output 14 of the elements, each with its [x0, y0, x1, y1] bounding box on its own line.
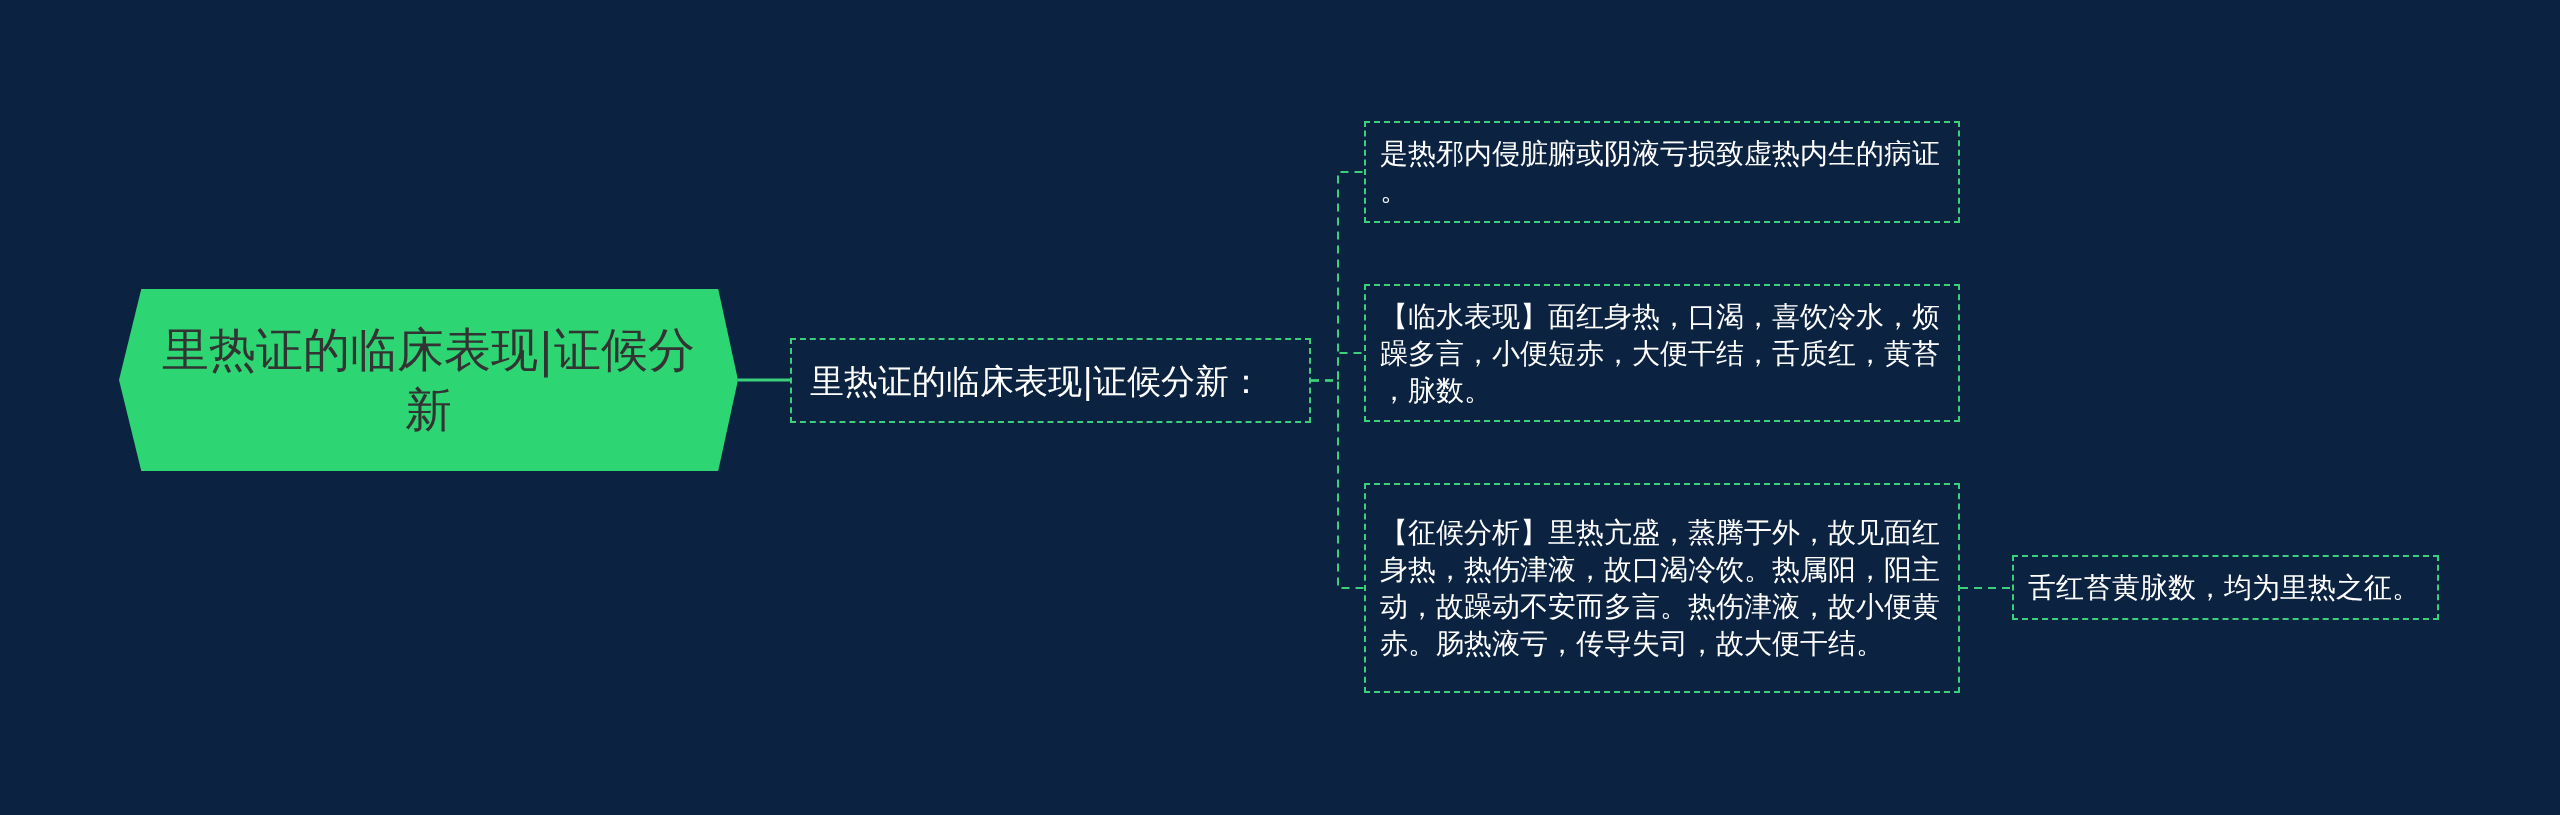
- topic-text: 【临水表现】面红身热，口渴，喜饮冷水，烦躁多言，小便短赤，大便干结，舌质红，黄苔，脉数。: [1380, 298, 1941, 409]
- topic-card: [1364, 284, 1960, 422]
- topic-text: 舌红苔黄脉数，均为里热之征。: [2028, 570, 2420, 606]
- subtopic-text: 里热证的临床表现|证候分新：: [810, 359, 1264, 403]
- topic-text: 【征候分析】里热亢盛，蒸腾于外，故见面红身热，热伤津液，故口渴冷饮。热属阳，阳主动，故躁动不安而多言。热伤津液，故小便黄赤。肠热液亏，传导失司，故大便干结。: [1380, 515, 1941, 662]
- connector-line: [1310, 379, 1365, 589]
- topic-card: [1364, 483, 1960, 693]
- topic-text: 是热邪内侵脏腑或阴液亏损致虚热内生的病证。: [1380, 136, 1941, 209]
- topic-card: [2012, 555, 2439, 620]
- topic-title: 里热证的临床表现|证候分新: [161, 321, 696, 439]
- connector-line: [738, 378, 790, 382]
- topic-card: [1364, 121, 1960, 223]
- connector-line: [1959, 587, 2013, 589]
- subtopic-card: [790, 338, 1311, 423]
